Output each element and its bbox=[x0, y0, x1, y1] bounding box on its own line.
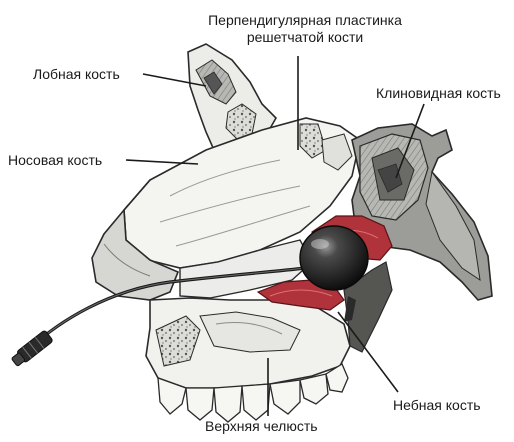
maxilla-label: Верхняя челюсть bbox=[205, 418, 318, 435]
sphenoid-bone-label: Клиновидная кость bbox=[376, 85, 501, 102]
catheter-handle-icon bbox=[10, 330, 53, 368]
balloon-catheter-icon bbox=[300, 226, 368, 290]
perpendicular-plate-label: Перпендигулярная пластинка решетчатой ко… bbox=[205, 12, 405, 46]
palatine-bone-label: Небная кость bbox=[393, 397, 481, 414]
frontal-bone-label: Лобная кость bbox=[33, 66, 120, 83]
nasal-bone-label: Носовая кость bbox=[8, 152, 102, 169]
